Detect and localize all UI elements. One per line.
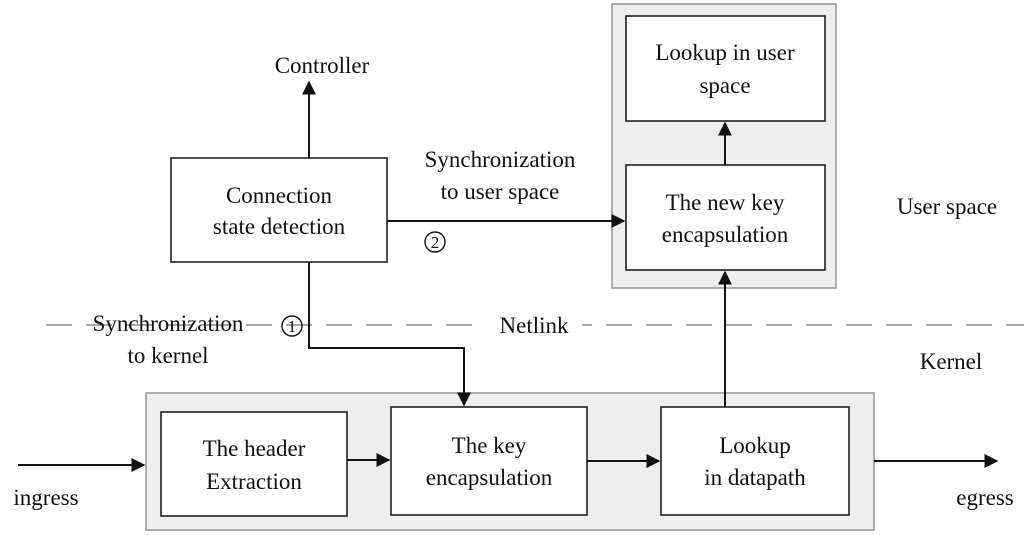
marker-2-circle xyxy=(424,231,446,253)
kernel-label: Kernel xyxy=(920,349,983,374)
key-encapsulation-line2: encapsulation xyxy=(426,465,553,490)
sync-user-space-line1: Synchronization xyxy=(425,147,576,172)
key-encapsulation-line1: The key xyxy=(452,433,527,458)
user-space-label: User space xyxy=(897,194,997,219)
key-encapsulation-box xyxy=(390,406,588,516)
marker-1: 1 xyxy=(288,317,297,336)
lookup-datapath-line1: Lookup xyxy=(719,433,791,458)
new-key-encapsulation-line1: The new key xyxy=(666,190,785,215)
marker-1-circle xyxy=(281,315,303,337)
marker-2: 2 xyxy=(431,233,440,252)
new-key-encapsulation-box xyxy=(625,164,826,271)
netlink-label: Netlink xyxy=(500,313,569,338)
controller-label: Controller xyxy=(275,53,370,78)
lookup-user-space-box xyxy=(625,15,826,122)
lookup-user-space-line1: Lookup in user xyxy=(655,40,795,65)
new-key-encapsulation-line2: encapsulation xyxy=(662,222,789,247)
sync-user-space-line2: to user space xyxy=(441,179,560,204)
connection-state-detection-line2: state detection xyxy=(213,214,346,239)
connection-state-detection-line1: Connection xyxy=(226,183,333,208)
header-extraction-line2: Extraction xyxy=(206,469,302,494)
ingress-label: ingress xyxy=(13,485,78,510)
lookup-datapath-line2: in datapath xyxy=(704,465,806,490)
header-extraction-box xyxy=(160,411,348,517)
sync-kernel-line1: Synchronization xyxy=(93,311,244,336)
sync-kernel-line2: to kernel xyxy=(127,343,208,368)
connection-state-detection-box xyxy=(170,157,388,263)
header-extraction-line1: The header xyxy=(203,436,306,461)
lookup-datapath-box xyxy=(660,406,850,516)
egress-label: egress xyxy=(956,485,1014,510)
arrow-sync-kernel xyxy=(308,262,471,407)
lookup-user-space-line2: space xyxy=(699,73,750,98)
netlink-label-backdrop xyxy=(486,310,582,340)
